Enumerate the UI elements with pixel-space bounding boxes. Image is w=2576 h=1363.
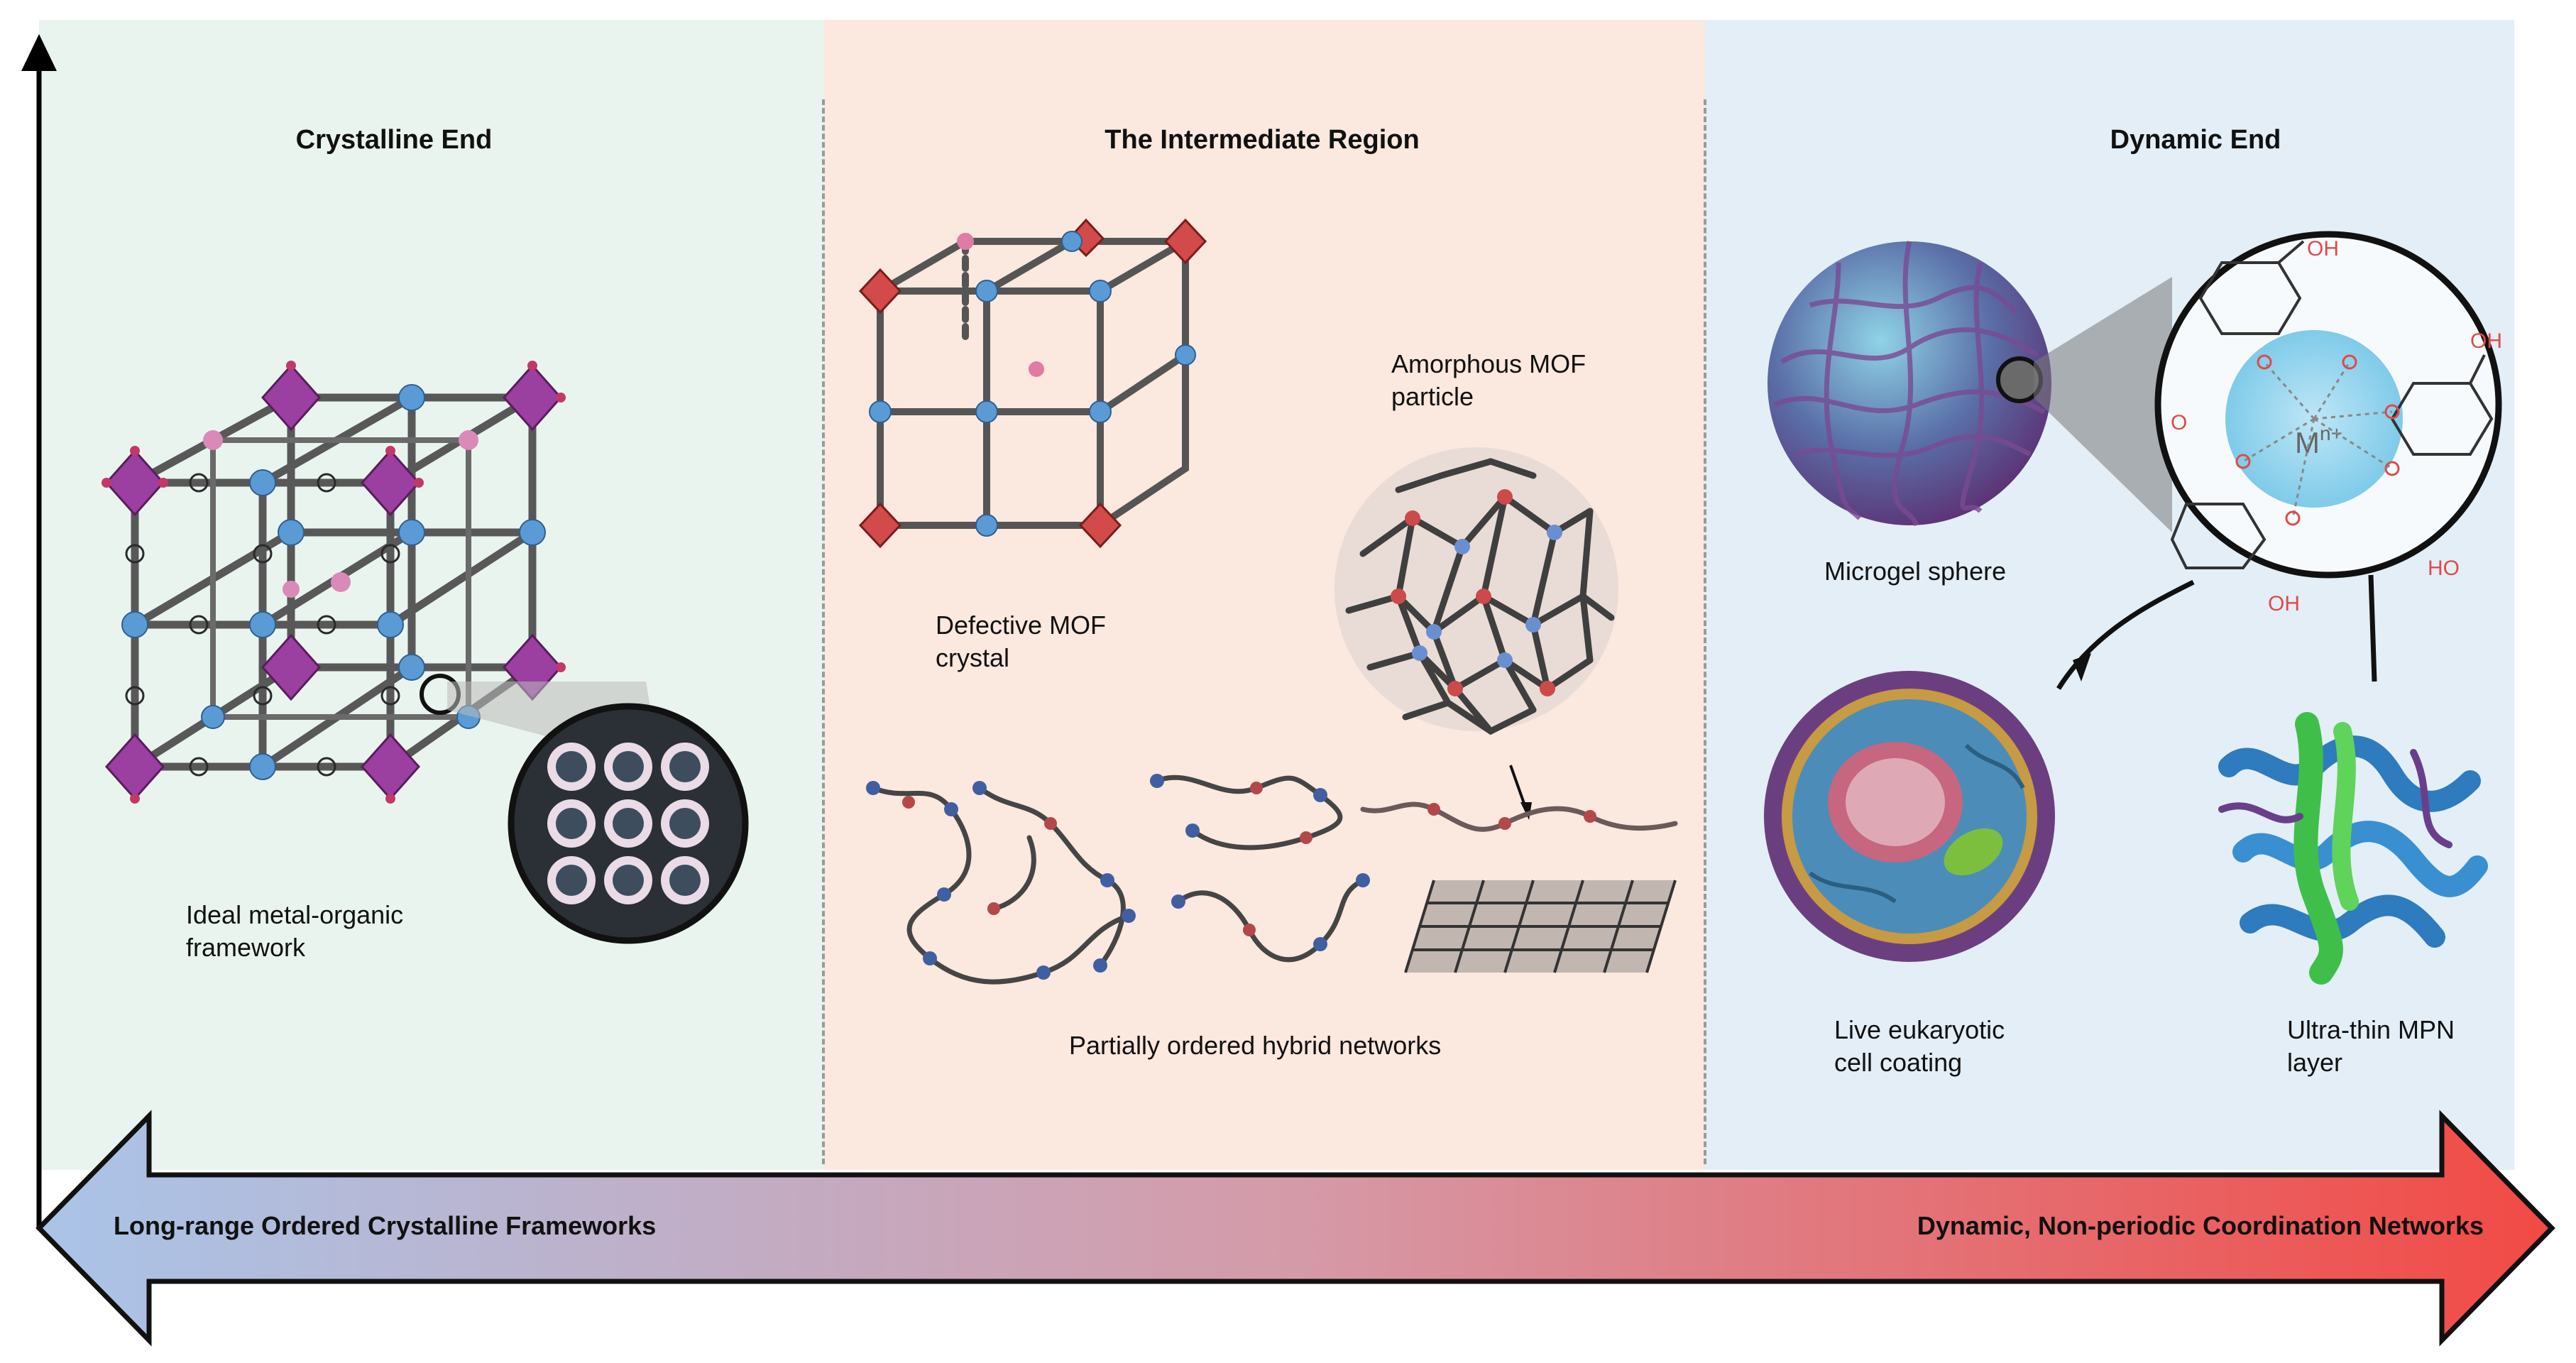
ultra-thin-mpn-label-line2: layer	[2287, 1048, 2343, 1077]
amorphous-mof-label-line1: Amorphous MOF	[1391, 349, 1586, 378]
partially-ordered-networks-label: Partially ordered hybrid networks	[1069, 1031, 1442, 1060]
crystalline-end-heading: Crystalline End	[295, 125, 493, 155]
ideal-mof-label-line1: Ideal metal-organic	[186, 900, 404, 929]
order-spectrum-double-arrow	[35, 1110, 2555, 1347]
ordered-frameworks-label: Long-range Ordered Crystalline Framework…	[114, 1211, 657, 1240]
defective-mof-label-line2: crystal	[936, 643, 1010, 672]
microgel-coordination-illustration: Mn+ OH OH HO OH O	[1767, 231, 2502, 690]
hydroxyl-label-bottom: OH	[2268, 592, 2300, 615]
ultra-thin-mpn-label-line1: Ultra-thin MPN	[2287, 1015, 2455, 1044]
live-cell-coating-label-line2: cell coating	[1834, 1048, 1963, 1077]
microgel-sphere-label: Microgel sphere	[1824, 557, 2007, 586]
coordination-zoom-circle: Mn+ OH OH HO OH O	[2154, 231, 2502, 615]
hydroxyl-label-bottom-right: HO	[2428, 557, 2460, 580]
ideal-mof-lattice-illustration	[102, 361, 749, 944]
amorphous-mof-label: Amorphous MOF particle	[1391, 348, 1586, 413]
amorphous-mof-particle-illustration	[1334, 447, 1618, 820]
live-cell-coating-label: Live eukaryotic cell coating	[1834, 1014, 2005, 1079]
dynamic-networks-label: Dynamic, Non-periodic Coordination Netwo…	[1917, 1211, 2484, 1240]
vertical-axis-arrow	[21, 34, 57, 1228]
carbonyl-label: O	[2171, 411, 2187, 434]
defective-mof-label: Defective MOF crystal	[936, 609, 1106, 674]
defective-mof-label-line1: Defective MOF	[936, 611, 1107, 640]
ideal-mof-label-line2: framework	[186, 933, 306, 962]
region-divider-right	[1704, 99, 1706, 1164]
dynamic-end-heading: Dynamic End	[2110, 125, 2281, 155]
ideal-mof-label: Ideal metal-organic framework	[186, 899, 403, 964]
microgel-sphere	[1767, 241, 2051, 527]
amorphous-mof-label-line2: particle	[1391, 382, 1474, 411]
intermediate-region-heading: The Intermediate Region	[1105, 125, 1420, 155]
live-cell-coating-illustration	[1764, 653, 2091, 962]
region-divider-left	[822, 99, 825, 1164]
partially-ordered-network-illustrations	[866, 774, 1678, 985]
live-cell-coating-label-line1: Live eukaryotic	[1834, 1015, 2005, 1044]
ultra-thin-mpn-label: Ultra-thin MPN layer	[2287, 1014, 2455, 1079]
dynamic-region-panel	[1705, 20, 2514, 1170]
defective-mof-crystal-illustration	[858, 218, 1207, 549]
hydroxyl-label-top: OH	[2307, 237, 2339, 261]
hydroxyl-label-right: OH	[2470, 329, 2502, 353]
ultra-thin-mpn-layer-illustration	[2218, 712, 2488, 985]
